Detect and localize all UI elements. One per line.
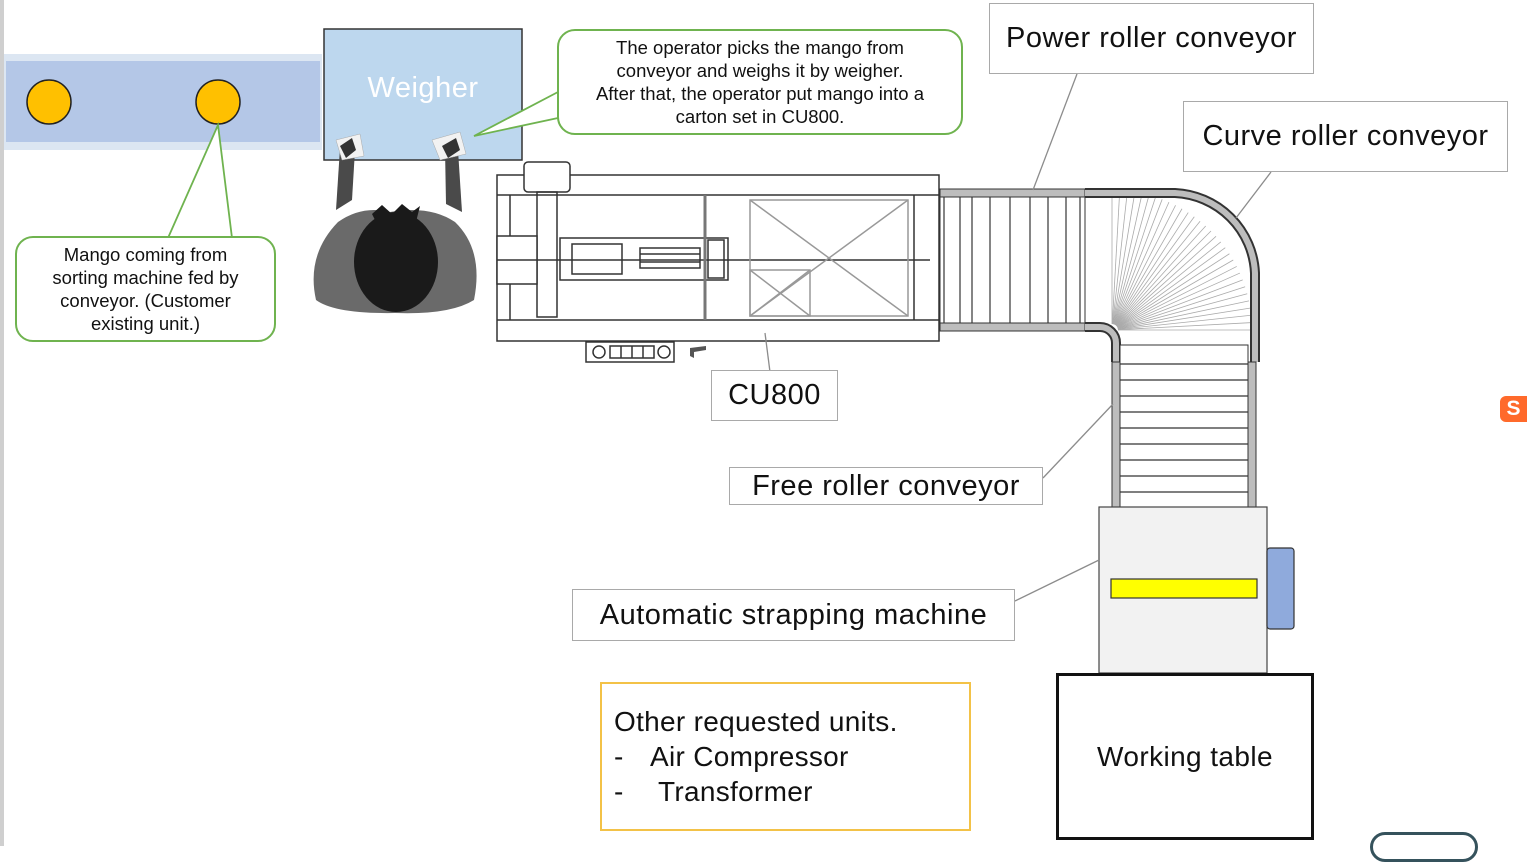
- curve-roller: [1117, 279, 1243, 329]
- curve-roller: [1113, 197, 1149, 325]
- mango-icon: [26, 79, 72, 125]
- free-roller-label: Free roller conveyor: [729, 467, 1043, 505]
- operator-callout: The operator picks the mango from convey…: [557, 29, 963, 135]
- curve-roller: [1116, 236, 1217, 327]
- strapping-machine-handle: [1266, 547, 1295, 630]
- mango-callout-line: conveyor. (Customer: [60, 290, 231, 311]
- mango-icon: [195, 79, 241, 125]
- curve-roller: [1117, 300, 1250, 330]
- curve-roller: [1117, 293, 1248, 329]
- curve-roller: [1117, 307, 1251, 330]
- curve-roller: [1113, 197, 1156, 325]
- working-table-label: Working table: [1097, 740, 1273, 772]
- curve-roller: [1112, 197, 1135, 325]
- curve-roller: [1115, 225, 1206, 326]
- cu800-machine: [496, 161, 940, 363]
- mango-callout-line: sorting machine fed by: [52, 267, 239, 288]
- curve-roller: [1116, 241, 1222, 327]
- curve-roller: [1117, 322, 1251, 331]
- curve-roller-fan: [1111, 197, 1251, 331]
- leader-lines: [764, 73, 1272, 602]
- curve-roller: [1114, 205, 1176, 325]
- other-unit-item: - Transformer: [614, 774, 969, 809]
- other-units-title: Other requested units.: [614, 706, 898, 737]
- curve-roller: [1115, 216, 1195, 326]
- curve-roller: [1117, 272, 1241, 328]
- free-roller-rollers: [1120, 363, 1248, 493]
- other-unit-text: Air Compressor: [650, 741, 849, 772]
- operator-callout-line: conveyor and weighs it by weigher.: [616, 60, 904, 81]
- curve-roller: [1117, 286, 1246, 329]
- operator-callout-line: After that, the operator put mango into …: [595, 83, 925, 104]
- curve-roller: [1111, 197, 1120, 325]
- strap-bar: [1110, 578, 1258, 599]
- curve-roller: [1115, 220, 1201, 326]
- app-badge-icon[interactable]: S: [1500, 396, 1527, 422]
- operator-callout-line: The operator picks the mango from: [616, 37, 904, 58]
- curve-roller: [1114, 201, 1170, 325]
- curve-roller: [1112, 197, 1142, 325]
- curve-roller: [1112, 197, 1128, 325]
- operator-callout-line: carton set in CU800.: [675, 106, 845, 127]
- curve-roller-label: Curve roller conveyor: [1183, 101, 1508, 172]
- curve-roller: [1113, 199, 1163, 325]
- assistant-ring-icon[interactable]: [1370, 832, 1478, 862]
- callout-pointers: [167, 91, 559, 239]
- mango-callout-line: existing unit.): [91, 313, 200, 334]
- curve-roller-conveyor: [1085, 188, 1260, 362]
- power-roller-rollers: [943, 197, 1081, 323]
- mango-callout: Mango coming from sorting machine fed by…: [15, 236, 276, 342]
- curve-roller: [1116, 253, 1230, 328]
- other-unit-item: - Air Compressor: [614, 739, 969, 774]
- other-units-box: Other requested units. - Air Compressor …: [600, 682, 971, 831]
- curve-roller: [1116, 247, 1226, 327]
- working-table: Working table: [1056, 673, 1314, 840]
- free-roller-conveyor: [1111, 344, 1257, 509]
- curve-roller: [1114, 212, 1189, 326]
- curve-roller: [1117, 266, 1237, 328]
- other-unit-text: Transformer: [658, 776, 813, 807]
- power-roller-label: Power roller conveyor: [989, 3, 1314, 74]
- weigher-label: Weigher: [367, 72, 479, 104]
- mango-callout-line: Mango coming from: [63, 244, 228, 265]
- curve-roller: [1116, 259, 1234, 328]
- strapping-machine-label: Automatic strapping machine: [572, 589, 1015, 641]
- curve-roller: [1115, 230, 1212, 327]
- power-roller-conveyor: [939, 188, 1086, 332]
- cu800-label: CU800: [711, 370, 838, 421]
- left-edge-strip: [0, 0, 4, 846]
- curve-roller: [1114, 208, 1183, 326]
- bullet-dash: -: [614, 776, 624, 807]
- operator-figure: [313, 131, 477, 314]
- bullet-dash: -: [614, 741, 624, 772]
- curve-roller: [1117, 314, 1251, 330]
